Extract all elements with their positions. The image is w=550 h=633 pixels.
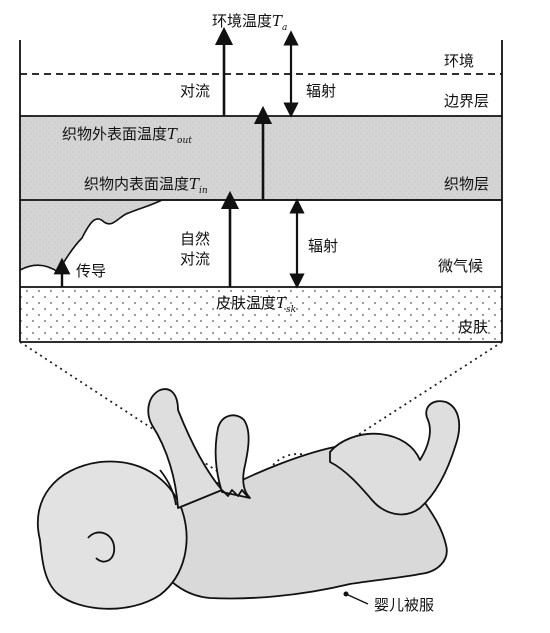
convection-top-label: 对流 (180, 82, 210, 100)
skin-label: 皮肤 (458, 318, 488, 336)
natural-label: 自然 (180, 230, 210, 248)
radiation-top-label: 辐射 (306, 82, 336, 100)
skin-temp-label: 皮肤温度Tsk (216, 294, 296, 315)
radiation-mid-label: 辐射 (308, 237, 338, 255)
baby-left-arm (147, 388, 223, 509)
fabric-inner-surface (20, 116, 502, 272)
baby-face (159, 469, 177, 506)
baby-right-arm (214, 414, 251, 499)
microclimate-label: 微气候 (438, 257, 483, 275)
boundary-layer-label: 边界层 (444, 92, 489, 110)
ambient-temp-label: 环境温度Ta (212, 12, 287, 33)
conduction-label: 传导 (76, 262, 106, 280)
baby-illustration (36, 388, 461, 610)
environment-label: 环境 (444, 52, 474, 70)
skin-layer (20, 287, 502, 342)
fabric-layer-label: 织物层 (444, 175, 489, 193)
sleepwear-label: 婴儿被服 (374, 596, 434, 614)
sleepwear-pointer (345, 593, 369, 605)
zoom-line-right (315, 341, 503, 463)
baby-raised-leg (329, 400, 461, 516)
baby-head (36, 460, 188, 610)
sleepwear-pointer-dot (343, 591, 349, 597)
baby-ear (87, 531, 116, 563)
convection-mid-label: 对流 (180, 250, 210, 268)
sleeve-cuff (221, 489, 249, 498)
outer-surface-temp-label: 织物外表面温度Tout (62, 125, 192, 146)
inner-surface-temp-label: 织物内表面温度Tin (84, 175, 208, 196)
